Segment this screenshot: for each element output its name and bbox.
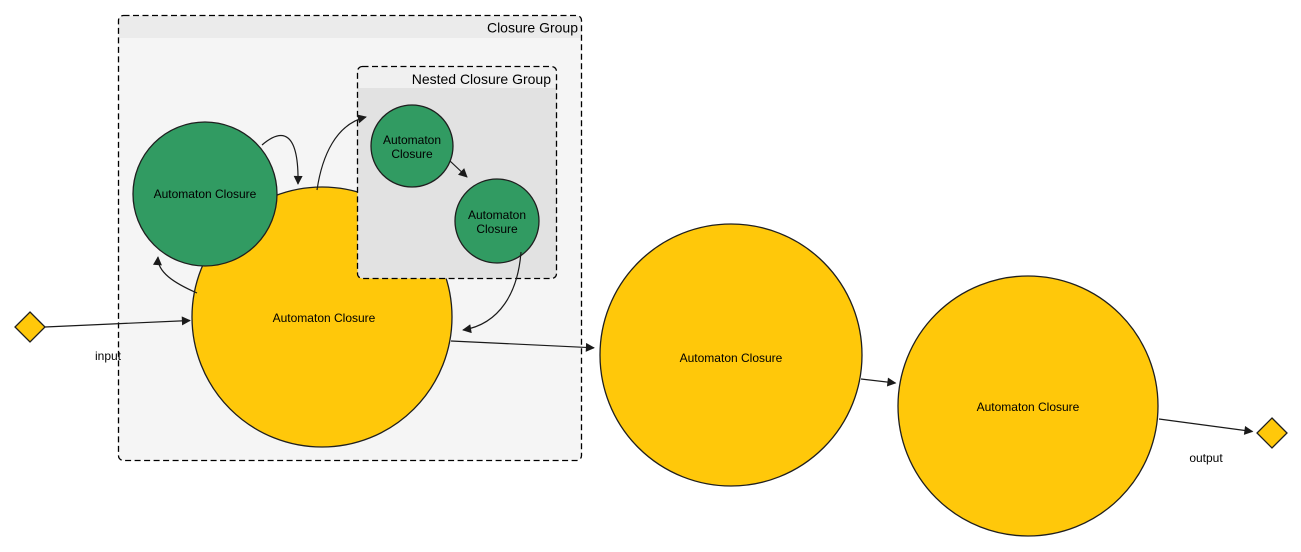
input-label: input xyxy=(95,349,122,363)
automaton-closure-circle-green-left xyxy=(132,121,278,267)
edge-right-to-output-arrow xyxy=(1158,418,1254,435)
automaton-closure-circle-nested-top xyxy=(370,104,454,188)
edge-main-to-nested-top-arrow xyxy=(316,114,367,191)
diagram-edges xyxy=(44,114,1254,435)
automaton-closure-node-green-left: Automaton Closure xyxy=(132,121,278,267)
automaton-closure-label-nested-bottom-line1: Automaton xyxy=(468,208,526,222)
automaton-closure-circle-right xyxy=(897,275,1159,537)
automaton-closure-label-mid: Automaton Closure xyxy=(680,351,783,365)
closure-group-border xyxy=(117,14,583,462)
automaton-closure-label-nested-bottom-line2: Closure xyxy=(476,222,518,236)
automaton-closure-node-nested-top: Automaton Closure xyxy=(370,104,454,188)
automaton-closure-label-green-left: Automaton Closure xyxy=(154,187,257,201)
nested-closure-group-title: Nested Closure Group xyxy=(412,71,552,87)
edge-nested-bottom-to-main-arrow xyxy=(462,251,522,334)
output-label: output xyxy=(1189,451,1223,465)
automaton-closure-label-nested-top-line2: Closure xyxy=(391,147,433,161)
edge-nested-top-to-nested-bottom-arrow xyxy=(449,160,468,178)
closure-group-header-band xyxy=(118,15,582,38)
edge-mid-to-right-arrow xyxy=(860,377,897,387)
automaton-closure-node-right: Automaton Closure xyxy=(897,275,1159,537)
edge-main-to-mid-arrow xyxy=(450,340,595,352)
automaton-closure-circle-mid xyxy=(599,223,863,487)
nested-closure-group-header-band xyxy=(357,66,557,88)
input-port-diamond xyxy=(14,311,46,343)
automaton-closure-circle-nested-bottom xyxy=(454,178,540,264)
closure-group-title: Closure Group xyxy=(487,20,578,36)
automaton-closure-label-nested-top-line1: Automaton xyxy=(383,133,441,147)
edge-main-to-green-left-arrow xyxy=(152,256,198,294)
edge-input-to-main-arrow xyxy=(44,316,191,328)
automaton-closure-node-nested-bottom: Automaton Closure xyxy=(454,178,540,264)
automaton-closure-label-main: Automaton Closure xyxy=(273,311,376,325)
edge-green-left-to-main-arrow xyxy=(261,135,303,185)
automaton-closure-label-right: Automaton Closure xyxy=(977,400,1080,414)
output-port-diamond xyxy=(1256,417,1288,449)
nested-closure-group-border xyxy=(356,65,558,280)
automaton-closure-node-mid: Automaton Closure xyxy=(599,223,863,487)
